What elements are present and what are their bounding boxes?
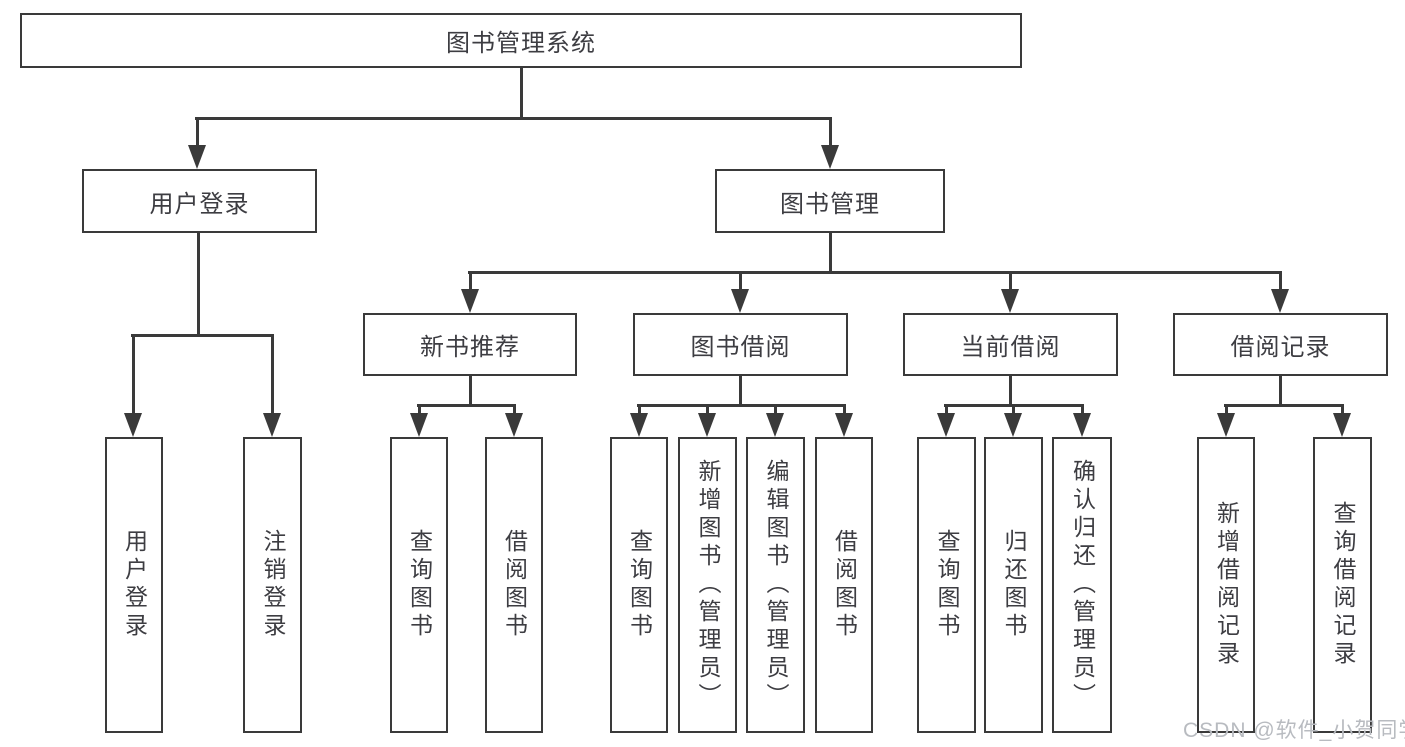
node-book-borrowing: 图书借阅 xyxy=(633,313,848,376)
node-borrowing-records-label: 借阅记录 xyxy=(1230,334,1331,361)
connector-borrowing-stem xyxy=(739,376,742,406)
connector-level2-distributor xyxy=(195,117,832,120)
leaf-confirm-return-admin-label: 确认归还（管理员） xyxy=(1069,459,1096,711)
leaf-borrowing-query-books: 查询图书 xyxy=(610,437,668,733)
node-root: 图书管理系统 xyxy=(20,13,1022,68)
node-root-label: 图书管理系统 xyxy=(446,30,596,57)
arrowhead-borrowing-leaf3 xyxy=(766,413,784,437)
arrowhead-book-management xyxy=(821,145,839,169)
connector-current-drop xyxy=(1009,271,1012,292)
leaf-recommend-borrow-books-label: 借阅图书 xyxy=(501,529,528,641)
leaf-return-book: 归还图书 xyxy=(984,437,1043,733)
arrowhead-current xyxy=(1001,289,1019,313)
node-user-login: 用户登录 xyxy=(82,169,317,233)
connector-records-drop xyxy=(1279,271,1282,292)
connector-current-stem xyxy=(1009,376,1012,406)
leaf-add-book-admin: 新增图书（管理员） xyxy=(678,437,737,733)
connector-book-management-drop xyxy=(829,117,832,149)
leaf-recommend-query-books: 查询图书 xyxy=(390,437,448,733)
arrowhead-current-leaf3 xyxy=(1073,413,1091,437)
arrowhead-records xyxy=(1271,289,1289,313)
leaf-edit-book-admin-label: 编辑图书（管理员） xyxy=(763,459,789,711)
arrowhead-current-leaf1 xyxy=(937,413,955,437)
leaf-return-book-label: 归还图书 xyxy=(1001,529,1027,641)
connector-records-leaf1-drop xyxy=(1225,404,1228,417)
connector-current-leaf2-drop xyxy=(1012,404,1015,417)
leaf-logout: 注销登录 xyxy=(243,437,302,733)
node-current-borrowing: 当前借阅 xyxy=(903,313,1118,376)
arrowhead-recommend-leaf2 xyxy=(505,413,523,437)
connector-level3-distributor xyxy=(468,271,1282,274)
arrowhead-records-leaf1 xyxy=(1217,413,1235,437)
leaf-logout-label: 注销登录 xyxy=(260,529,286,641)
connector-borrowing-leaf4-drop xyxy=(843,404,846,417)
leaf-add-borrow-record-label: 新增借阅记录 xyxy=(1213,501,1240,669)
arrowhead-user-login xyxy=(188,145,206,169)
leaf-edit-book-admin: 编辑图书（管理员） xyxy=(746,437,805,733)
arrowhead-leaf-user-login xyxy=(124,413,142,437)
arrowhead-borrowing-leaf1 xyxy=(630,413,648,437)
connector-borrowing-drop xyxy=(739,271,742,292)
leaf-query-borrow-record-label: 查询借阅记录 xyxy=(1330,501,1356,669)
connector-recommend-leaf2-drop xyxy=(513,404,516,417)
leaf-recommend-query-books-label: 查询图书 xyxy=(406,529,433,641)
connector-current-leaf1-drop xyxy=(945,404,948,417)
node-user-login-label: 用户登录 xyxy=(149,190,250,218)
connector-user-login-drop xyxy=(196,117,199,149)
arrowhead-borrowing-leaf2 xyxy=(698,413,716,437)
arrowhead-borrowing-leaf4 xyxy=(835,413,853,437)
leaf-recommend-borrow-books: 借阅图书 xyxy=(485,437,543,733)
connector-recommend-drop xyxy=(469,271,472,292)
connector-records-stem xyxy=(1279,376,1282,406)
arrowhead-records-leaf2 xyxy=(1333,413,1351,437)
leaf-add-book-admin-label: 新增图书（管理员） xyxy=(695,459,721,711)
connector-borrowing-distributor xyxy=(637,404,846,407)
connector-user-login-stem xyxy=(197,232,200,335)
leaf-user-login: 用户登录 xyxy=(105,437,163,733)
node-book-borrowing-label: 图书借阅 xyxy=(690,334,791,361)
connector-records-distributor xyxy=(1224,404,1344,407)
leaf-borrowing-borrow-books-label: 借阅图书 xyxy=(831,529,858,641)
connector-user-group-distributor xyxy=(131,334,274,337)
arrowhead-leaf-logout xyxy=(263,413,281,437)
connector-recommend-stem xyxy=(469,376,472,406)
leaf-query-borrow-record: 查询借阅记录 xyxy=(1313,437,1372,733)
arrowhead-recommend xyxy=(461,289,479,313)
connector-leaf-logout-drop xyxy=(271,334,274,417)
arrowhead-current-leaf2 xyxy=(1004,413,1022,437)
connector-recommend-leaf1-drop xyxy=(418,404,421,417)
connector-records-leaf2-drop xyxy=(1341,404,1344,417)
leaf-borrowing-borrow-books: 借阅图书 xyxy=(815,437,873,733)
leaf-user-login-label: 用户登录 xyxy=(121,529,148,641)
node-new-book-recommend-label: 新书推荐 xyxy=(420,334,520,361)
leaf-borrowing-query-books-label: 查询图书 xyxy=(626,529,653,641)
node-current-borrowing-label: 当前借阅 xyxy=(960,334,1061,361)
node-borrowing-records: 借阅记录 xyxy=(1173,313,1388,376)
arrowhead-borrowing xyxy=(731,289,749,313)
node-book-management-label: 图书管理 xyxy=(780,190,880,218)
connector-borrowing-leaf3-drop xyxy=(774,404,777,417)
connector-borrowing-leaf1-drop xyxy=(638,404,641,417)
leaf-current-query-books: 查询图书 xyxy=(917,437,976,733)
watermark: CSDN @软件_小贺同学 xyxy=(1183,719,1405,742)
connector-book-management-stem xyxy=(829,232,832,273)
connector-root-stem xyxy=(520,68,523,118)
leaf-confirm-return-admin: 确认归还（管理员） xyxy=(1052,437,1112,733)
leaf-add-borrow-record: 新增借阅记录 xyxy=(1197,437,1255,733)
connector-recommend-distributor xyxy=(417,404,516,407)
connector-leaf-user-login-drop xyxy=(132,334,135,417)
leaf-current-query-books-label: 查询图书 xyxy=(934,529,960,641)
connector-current-leaf3-drop xyxy=(1081,404,1084,417)
node-new-book-recommend: 新书推荐 xyxy=(363,313,577,376)
node-book-management: 图书管理 xyxy=(715,169,945,233)
arrowhead-recommend-leaf1 xyxy=(410,413,428,437)
connector-borrowing-leaf2-drop xyxy=(706,404,709,417)
